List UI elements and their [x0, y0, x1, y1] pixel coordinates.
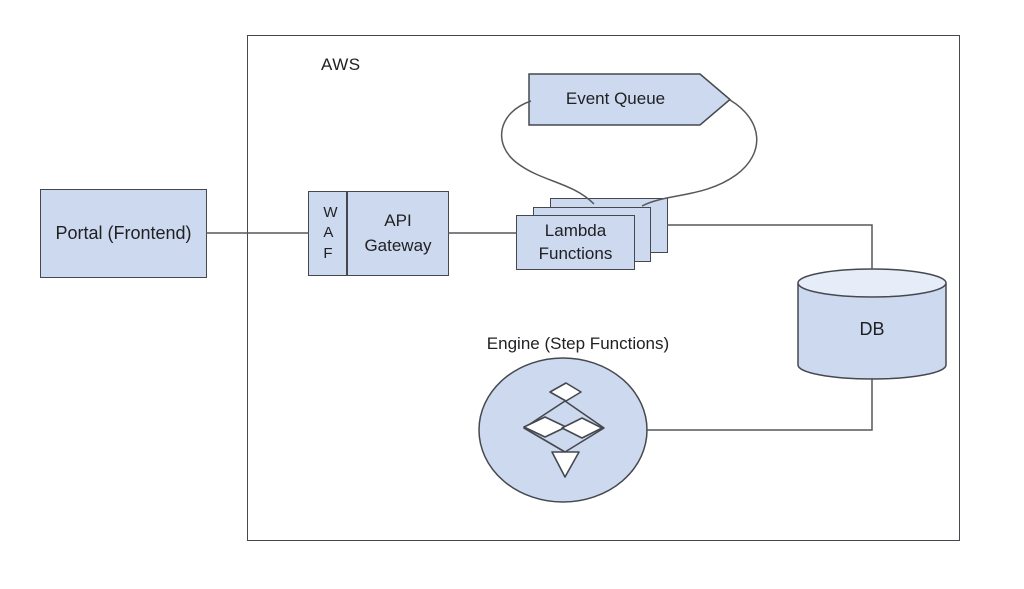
node-waf-label: WAF	[323, 204, 338, 262]
aws-boundary-box: AWS	[247, 35, 960, 541]
node-lambda-functions-label: Lambda Functions	[538, 220, 613, 263]
node-db-label: DB	[859, 319, 885, 339]
node-api-gateway-label: API Gateway	[364, 210, 432, 255]
node-waf: WAF	[308, 191, 347, 276]
node-engine-label: Engine (Step Functions)	[486, 334, 670, 353]
node-portal-frontend: Portal (Frontend)	[40, 189, 207, 278]
node-portal-label: Portal (Frontend)	[55, 223, 192, 243]
node-lambda-functions: Lambda Functions	[516, 215, 635, 270]
node-api-gateway: API Gateway	[347, 191, 449, 276]
node-event-queue-label: Event Queue	[565, 89, 666, 108]
aws-label: AWS	[321, 55, 361, 74]
